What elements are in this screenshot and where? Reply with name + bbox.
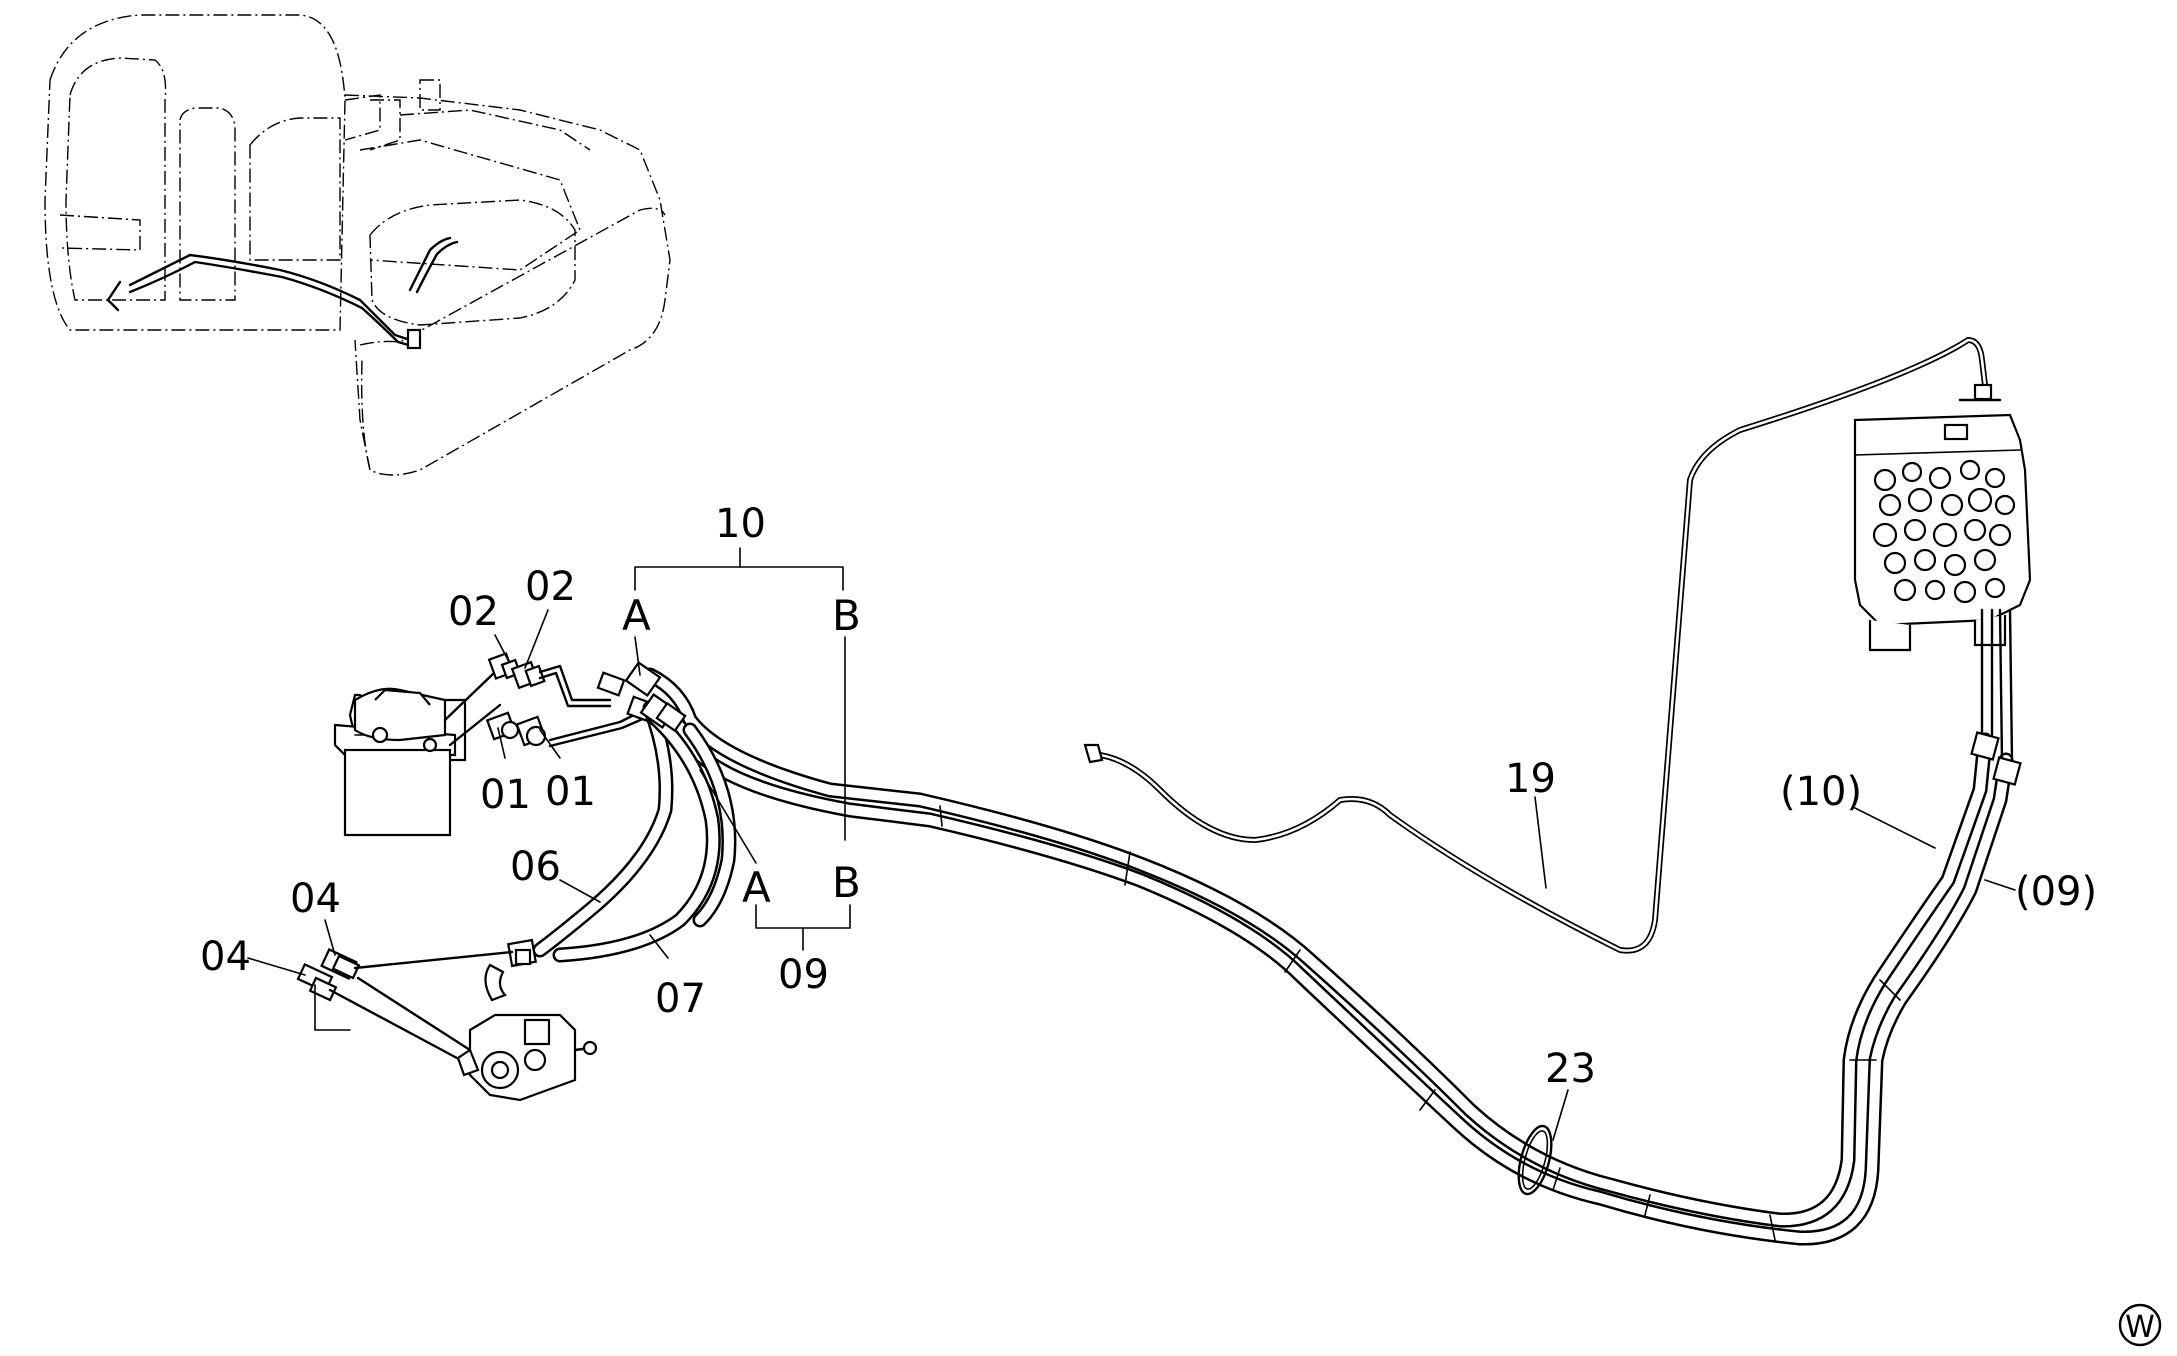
label-connection-b-bottom: B <box>832 858 861 907</box>
circled-w-mark: W <box>2118 1303 2162 1347</box>
control-valve <box>1853 413 2032 786</box>
pilot-valve-block <box>333 687 467 837</box>
label-part-04-upper: 04 <box>290 876 341 922</box>
label-connection-a-top: A <box>622 591 651 640</box>
part-labels: 10 A B 02 02 01 01 04 04 06 07 A B 09 19… <box>200 501 2097 1092</box>
label-part-01-right: 01 <box>545 769 596 815</box>
main-hoses <box>642 667 2014 1246</box>
excavator-inset <box>44 14 671 476</box>
label-part-04-lower: 04 <box>200 934 251 980</box>
label-connection-b-top: B <box>832 591 861 640</box>
label-part-06: 06 <box>510 844 561 890</box>
mark-letter: W <box>2125 1310 2155 1345</box>
label-connection-a-bottom: A <box>742 863 771 912</box>
label-part-09: 09 <box>778 952 829 998</box>
valve-ports <box>1872 459 2016 604</box>
label-part-19: 19 <box>1505 756 1556 802</box>
leader-lines <box>247 547 2016 1141</box>
label-part-09-ref: (09) <box>2015 869 2097 915</box>
label-part-10: 10 <box>715 501 766 547</box>
label-part-02-left: 02 <box>448 589 499 635</box>
label-part-02-right: 02 <box>525 564 576 610</box>
clamp-23 <box>1517 1124 1553 1196</box>
small-pump <box>456 1013 598 1102</box>
label-part-07: 07 <box>655 976 706 1022</box>
fitting-01-left <box>485 711 520 741</box>
cable-19 <box>1083 337 2002 954</box>
label-part-01-left: 01 <box>480 772 531 818</box>
hoses-06-07 <box>484 661 737 1002</box>
fittings-02-01 <box>443 652 656 748</box>
fittings-04-pump <box>296 948 598 1102</box>
label-part-23: 23 <box>1545 1046 1596 1092</box>
label-part-10-ref: (10) <box>1780 769 1862 815</box>
